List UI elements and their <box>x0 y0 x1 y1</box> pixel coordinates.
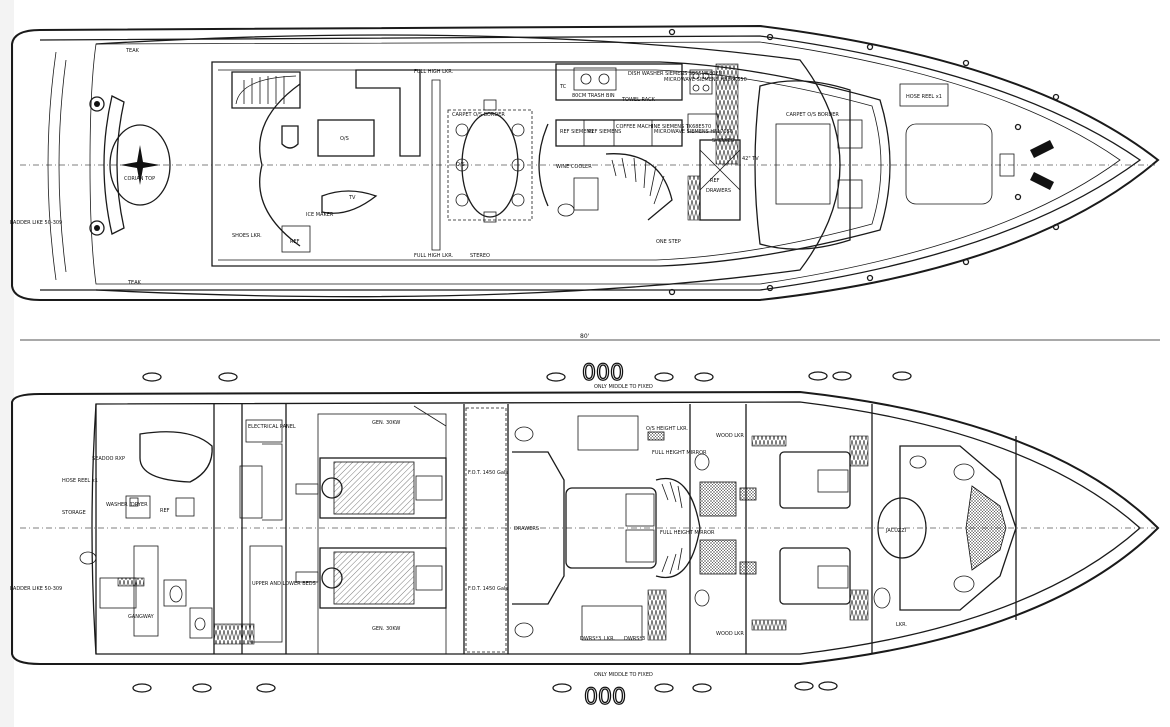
label-carpet-os-border: CARPET O/S BORDER <box>786 112 839 118</box>
label-jacuzzi: JACUZZI <box>885 528 906 534</box>
label-upper-lower-beds: UPPER AND LOWER BEDS <box>252 581 316 587</box>
label-ref-lower: REF <box>160 508 170 514</box>
master-bed <box>565 487 657 569</box>
label-tc: TC <box>559 84 567 90</box>
bulkheads <box>95 404 873 654</box>
tv-cabinet <box>321 190 378 214</box>
label-fot-top: F.O.T. 1450 Gals <box>468 470 508 476</box>
fuel-tanks <box>465 407 507 653</box>
salon-stair <box>605 153 673 221</box>
label-corian-top: CORIAN TOP <box>124 176 155 182</box>
label-only-middle-fixed-bottom: ONLY MIDDLE TO FIXED <box>594 672 653 678</box>
label-drawers-lower: DRAWERS <box>514 526 539 532</box>
lower-deck-plan: 000 ONLY MIDDLE TO FIXED LADDER LIKE 50-… <box>10 360 1160 711</box>
label-seadoo: SEADOO RXP <box>92 456 125 462</box>
label-fot-bottom: F.O.T. 1450 Gals <box>468 586 508 592</box>
label-wood-lkr-top: WOOD LKR <box>716 433 744 439</box>
label-overall-length: 80' <box>580 333 590 340</box>
label-ref-upper-left: REF <box>290 239 300 245</box>
cooktop <box>689 69 713 95</box>
label-washer-dryer: WASHER /DRYER <box>106 502 148 508</box>
label-dish-washer: DISH WASHER SIEMENS SE55M580EU <box>628 71 723 77</box>
label-full-height-mirror-1: FULL HEIGHT MIRROR <box>652 450 707 456</box>
label-ref-siemens-2: REF SIEMENS <box>588 129 621 135</box>
label-only-middle-fixed-top: ONLY MIDDLE TO FIXED <box>594 384 653 390</box>
salon-table <box>317 119 375 157</box>
engine-port <box>319 457 447 519</box>
galley-appliance-row <box>555 119 683 147</box>
label-gen-top: GEN. 30KW <box>372 420 400 426</box>
label-ref-right: REF <box>710 178 720 184</box>
lower-stair <box>655 478 701 578</box>
label-hose-reel-lower: HOSE REEL x1 <box>62 478 98 484</box>
master-stateroom: DRAWERS O/S HEIGHT LKR. FULL HEIGHT MIRR… <box>512 415 715 642</box>
label-ladder-upper: LADDER LIKE 50-309 <box>10 220 62 226</box>
label-gen-bottom: GEN. 30KW <box>372 626 400 632</box>
helm-area <box>754 80 851 250</box>
label-trash-bin: 80CM TRASH BIN <box>572 93 615 99</box>
dining-chairs <box>455 99 525 223</box>
upper-hardware <box>668 28 1060 296</box>
upper-deck-edge <box>89 41 1121 285</box>
galley-counter-top <box>555 63 683 101</box>
guest-cabins: WOOD LKR WOOD LKR <box>694 433 869 637</box>
label-gangway: GANGWAY <box>128 614 155 620</box>
lower-hull-outline <box>11 390 1160 665</box>
portholes-top <box>142 371 912 382</box>
label-hose-reel-upper: HOSE REEL x1 <box>906 94 942 100</box>
scan-edge <box>0 0 14 727</box>
label-full-high-lkr-bottom: FULL HIGH LKR. <box>414 253 454 259</box>
label-42-tv: 42" TV <box>742 156 759 162</box>
label-teak-bottom: TEAK <box>127 280 142 286</box>
label-ice-maker: ICE MAKER <box>306 212 334 218</box>
label-os-height-lkr: O/S HEIGHT LKR. <box>646 426 688 432</box>
engine-starboard <box>319 547 447 609</box>
label-ladder-lower: LADDER LIKE 50-309 <box>10 586 62 592</box>
label-porthole-mark-bottom: 000 <box>584 685 626 710</box>
corian-top-table <box>109 124 171 206</box>
label-wood-lkr-bottom: WOOD LKR <box>716 631 744 637</box>
portholes-bottom <box>132 681 838 693</box>
label-carpet-os-dining: CARPET O/S BORDER <box>452 112 505 118</box>
jacuzzi <box>877 497 927 559</box>
label-towel-rack: TOWEL RACK <box>621 97 656 103</box>
label-full-high-lkr-top: FULL HIGH LKR. <box>414 69 454 75</box>
label-storage: STORAGE <box>62 510 86 516</box>
seadoo <box>139 431 213 483</box>
label-lkr-bow: LKR. <box>896 622 907 628</box>
label-tv: TV <box>348 195 356 201</box>
label-one-step: ONE STEP <box>656 239 681 245</box>
dining-table <box>461 112 519 218</box>
vip-stateroom: JACUZZI LKR. <box>873 445 1017 628</box>
label-microwave-top: MICROWAVE SIEMENS HB86K550 <box>664 77 747 83</box>
label-wine-cooler: WINE COOLER <box>556 164 592 170</box>
label-full-height-mirror-2: FULL HEIGHT MIRROR <box>660 530 715 536</box>
flybridge-overhang <box>95 34 841 298</box>
upper-hull-outline <box>11 24 1160 301</box>
label-coffee-machine: COFFEE MACHINE SIEMENS TK68E570 <box>616 124 711 130</box>
label-shoes-lkr: SHOES LKR. <box>232 233 262 239</box>
engine-room <box>317 413 447 655</box>
label-ref-siemens-1: REF SIEMENS <box>560 129 593 135</box>
label-electrical-panel: ELECTRICAL PANEL <box>248 424 296 430</box>
label-stereo: STEREO <box>470 253 490 259</box>
label-dwrs-left: DWRS*3 <box>580 636 601 642</box>
label-chair-os: O/S <box>456 162 465 168</box>
compass-rose-icon <box>120 145 160 185</box>
label-table-os: O/S <box>340 136 349 142</box>
salon-enclosure <box>211 61 891 267</box>
label-dwrs-right: DWRS*3 <box>624 636 645 642</box>
label-drawers-upper: DRAWERS <box>706 188 731 194</box>
upper-deck-plan: CORIAN TOP TEAK TEAK LADDER LIKE 50-309 … <box>10 24 1160 301</box>
label-shelves: SHELVES <box>712 138 734 144</box>
label-lkr-master: LKR. <box>604 636 615 642</box>
label-porthole-mark-top: 000 <box>582 361 624 386</box>
label-teak-top: TEAK <box>125 48 140 54</box>
